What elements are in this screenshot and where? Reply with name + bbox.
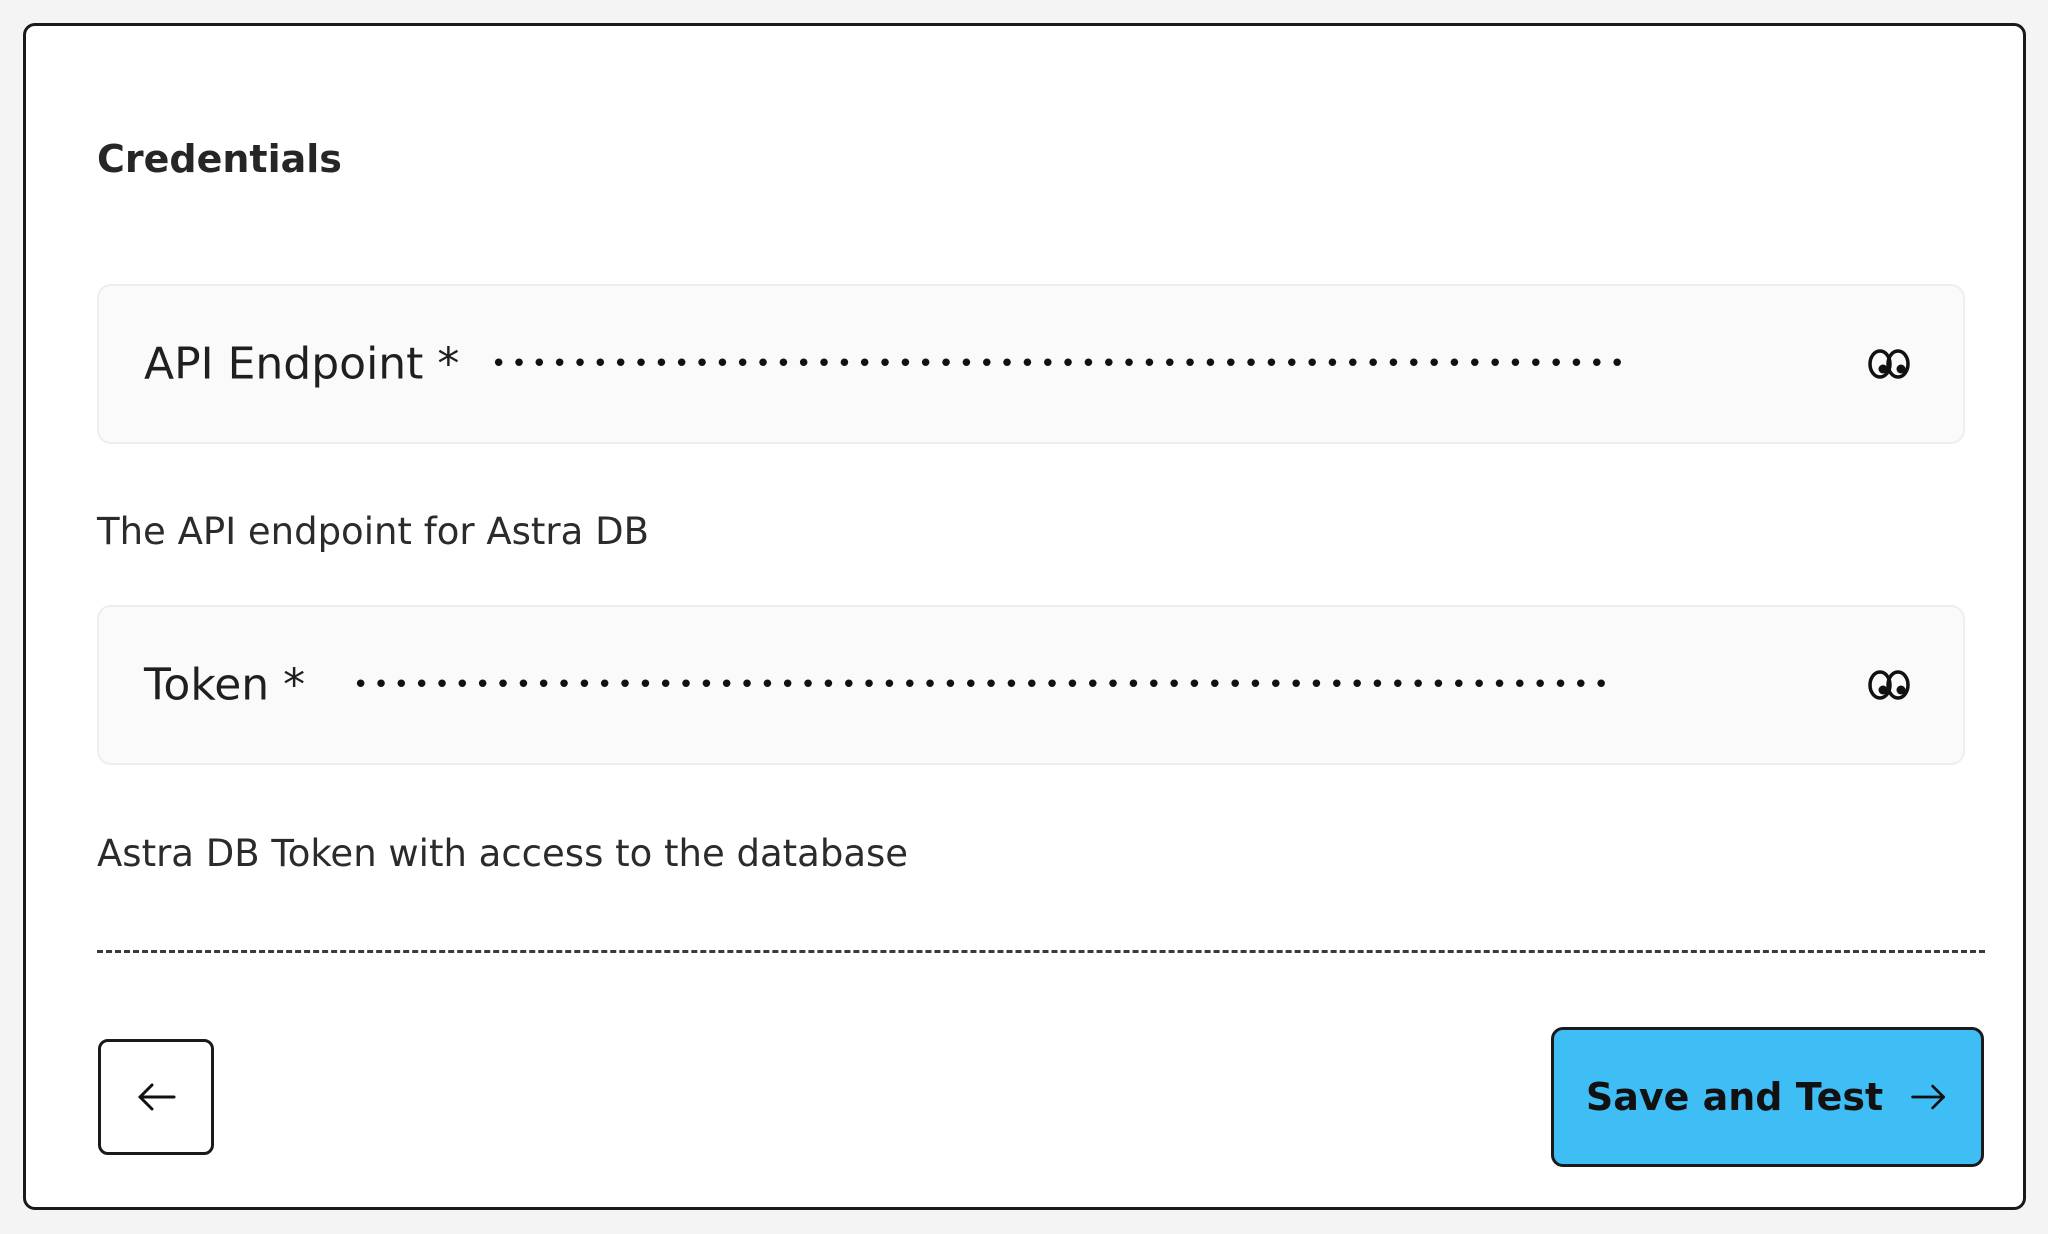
token-helper-text: Astra DB Token with access to the databa…	[97, 832, 909, 875]
save-and-test-button[interactable]: Save and Test	[1551, 1027, 1984, 1167]
arrow-left-icon	[138, 1083, 176, 1111]
credentials-card: Credentials API Endpoint * The API endpo…	[23, 23, 2026, 1210]
dashed-divider	[97, 950, 1985, 953]
token-field[interactable]: Token *	[97, 605, 1965, 765]
api-endpoint-visibility-toggle[interactable]	[1867, 342, 1911, 386]
eye-icon	[1868, 670, 1910, 700]
api-endpoint-label: API Endpoint *	[144, 338, 460, 390]
token-input[interactable]	[353, 655, 1753, 715]
eye-icon	[1868, 349, 1910, 379]
api-endpoint-value-wrap	[491, 334, 1755, 394]
back-button[interactable]	[98, 1039, 214, 1155]
api-endpoint-helper-text: The API endpoint for Astra DB	[97, 510, 649, 553]
save-and-test-label: Save and Test	[1585, 1075, 1884, 1119]
api-endpoint-field[interactable]: API Endpoint *	[97, 284, 1965, 444]
token-value-wrap	[353, 655, 1753, 715]
arrow-right-icon	[1911, 1084, 1946, 1110]
section-title: Credentials	[97, 137, 342, 181]
token-visibility-toggle[interactable]	[1867, 663, 1911, 707]
token-label: Token *	[144, 659, 306, 711]
api-endpoint-input[interactable]	[491, 334, 1755, 394]
